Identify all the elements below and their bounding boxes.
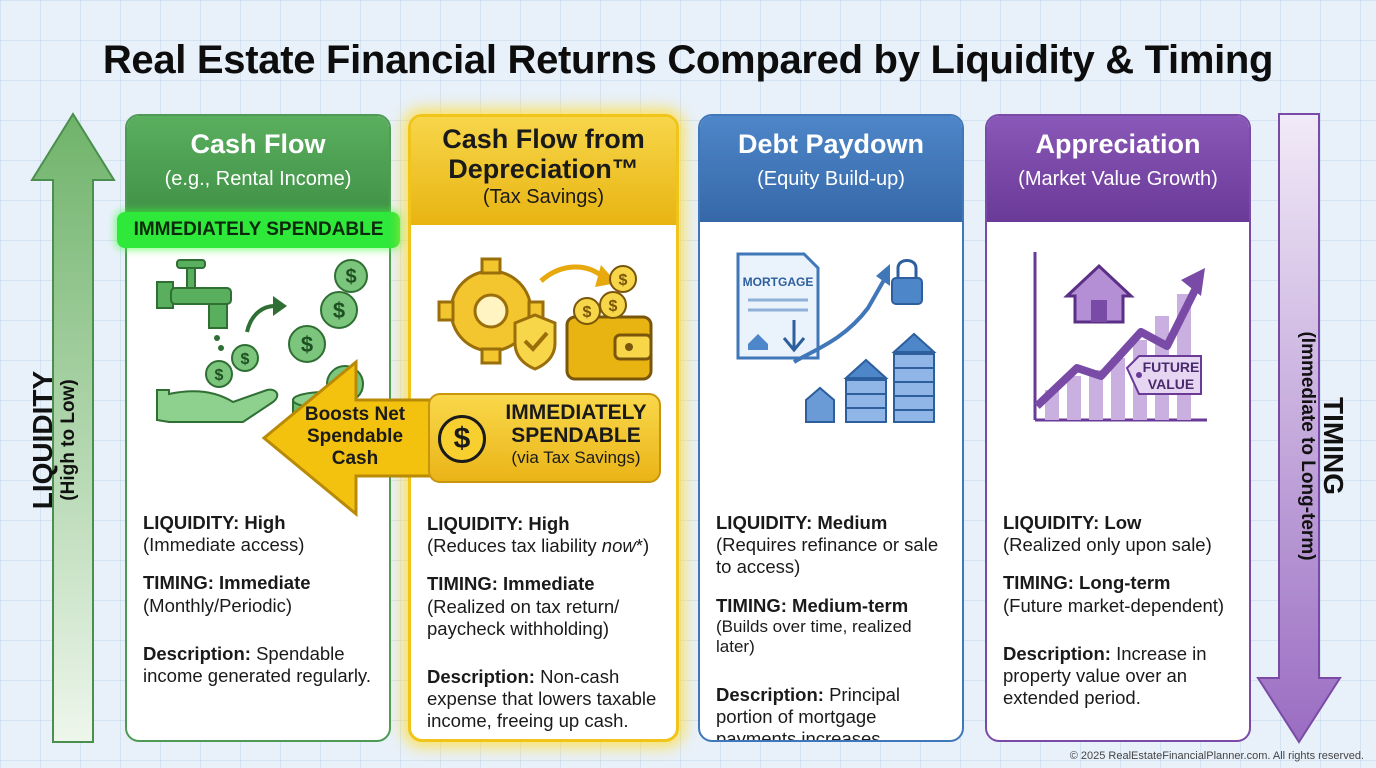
liquidity-label: LIQUIDITY: High	[427, 513, 570, 534]
mortgage-doc-label: MORTGAGE	[743, 275, 814, 289]
timing-axis-title: TIMING	[1318, 397, 1349, 495]
svg-text:$: $	[215, 367, 224, 384]
svg-text:$: $	[345, 266, 356, 288]
timing-label: TIMING: Immediate	[143, 572, 311, 594]
liquidity-axis-label: LIQUIDITY (High to Low)	[27, 280, 98, 600]
card-header: Cash Flow (e.g., Rental Income)	[127, 116, 389, 222]
svg-text:$: $	[583, 304, 592, 321]
description-text: Non-cash expense that lowers taxable inc…	[427, 665, 657, 732]
description-text: Spendable income generated regularly.	[143, 642, 371, 686]
liquidity-label: LIQUIDITY: Low	[1003, 512, 1142, 533]
card-subtitle: (Tax Savings)	[482, 186, 605, 209]
badge-line-2: SPENDABLE	[511, 424, 641, 448]
badge-line-3: (via Tax Savings)	[511, 448, 641, 468]
description-label: Description:	[1003, 642, 1111, 664]
dollar-coin-icon: $	[438, 415, 486, 463]
badge-line-1: IMMEDIATELY	[505, 401, 647, 424]
liquidity-label: LIQUIDITY: Medium	[716, 512, 888, 533]
card-title: Debt Paydown	[737, 129, 925, 159]
liquidity-axis-sub: (High to Low)	[57, 379, 79, 501]
timing-label: TIMING: Immediate	[427, 573, 595, 595]
page-title: Real Estate Financial Returns Compared b…	[102, 38, 1274, 82]
svg-text:$: $	[609, 298, 618, 315]
future-value-line-2: VALUE	[1148, 376, 1194, 392]
card-subtitle: (Equity Build-up)	[757, 167, 905, 190]
timing-note: (Monthly/Periodic)	[143, 594, 293, 616]
timing-arrow	[1256, 113, 1342, 744]
description-label: Description:	[143, 642, 251, 664]
tax-savings-badge: $ IMMEDIATELY SPENDABLE (via Tax Savings…	[428, 393, 661, 483]
card-details: LIQUIDITY: Medium (Requires refinance or…	[700, 512, 962, 742]
card-appreciation: Appreciation (Market Value Growth) FUTUR…	[985, 114, 1251, 742]
svg-text:$: $	[241, 351, 250, 368]
card-details: LIQUIDITY: High (Immediate access) TIMIN…	[127, 512, 389, 703]
timing-axis-sub: (Immediate to Long-term)	[1297, 331, 1319, 561]
timing-note: (Builds over time, realized later)	[716, 616, 912, 657]
house-growth-chart-icon: FUTURE VALUE	[1033, 252, 1207, 422]
future-value-line-1: FUTURE	[1143, 359, 1200, 375]
card-details: LIQUIDITY: Low (Realized only upon sale)…	[987, 512, 1249, 725]
card-debt-paydown: Debt Paydown (Equity Build-up) MORTGAGE …	[698, 114, 964, 742]
svg-text:$: $	[619, 272, 628, 289]
liquidity-note: (Immediate access)	[143, 534, 305, 556]
timing-note: (Future market-dependent)	[1003, 594, 1225, 616]
liquidity-note: (Realized only upon sale)	[1003, 534, 1212, 556]
card-title: Cash Flow	[190, 129, 326, 159]
card-title: Cash Flow from Depreciation™	[442, 124, 645, 184]
timing-note: (Realized on tax return/ paycheck withho…	[427, 595, 620, 639]
copyright-footer: © 2025 RealEstateFinancialPlanner.com. A…	[1069, 750, 1364, 762]
liquidity-note: (Requires refinance or sale to access)	[716, 534, 939, 578]
card-header: Appreciation (Market Value Growth)	[987, 116, 1249, 222]
liquidity-arrow	[30, 112, 116, 743]
description-text: Principal portion of mortgage payments i…	[716, 683, 901, 742]
card-header: Debt Paydown (Equity Build-up)	[700, 116, 962, 222]
card-details: LIQUIDITY: High (Reduces tax liability n…	[411, 513, 676, 739]
mortgage-houses-icon: MORTGAGE	[736, 252, 937, 423]
description-text: Increase in property value over an exten…	[1003, 642, 1207, 709]
card-title: Appreciation	[1035, 129, 1201, 159]
gear-wallet-icon: $ $ $	[437, 257, 653, 381]
svg-text:$: $	[333, 298, 345, 323]
card-subtitle: (Market Value Growth)	[1018, 167, 1218, 190]
liquidity-label: LIQUIDITY: High	[143, 512, 286, 533]
timing-axis-label: TIMING (Immediate to Long-term)	[1278, 296, 1349, 596]
card-subtitle: (e.g., Rental Income)	[164, 167, 352, 190]
card-header: Cash Flow from Depreciation™ (Tax Saving…	[411, 117, 676, 225]
timing-label: TIMING: Medium-term	[716, 594, 909, 616]
svg-text:$: $	[301, 332, 313, 357]
timing-label: TIMING: Long-term	[1003, 572, 1171, 594]
boost-arrow-label: Boosts Net Spendable Cash	[304, 404, 406, 469]
liquidity-note: (Reduces tax liability now*)	[427, 535, 650, 557]
liquidity-axis-title: LIQUIDITY	[27, 370, 58, 510]
immediately-spendable-badge: IMMEDIATELY SPENDABLE	[117, 212, 400, 248]
description-label: Description:	[716, 683, 824, 705]
description-label: Description:	[427, 665, 535, 687]
